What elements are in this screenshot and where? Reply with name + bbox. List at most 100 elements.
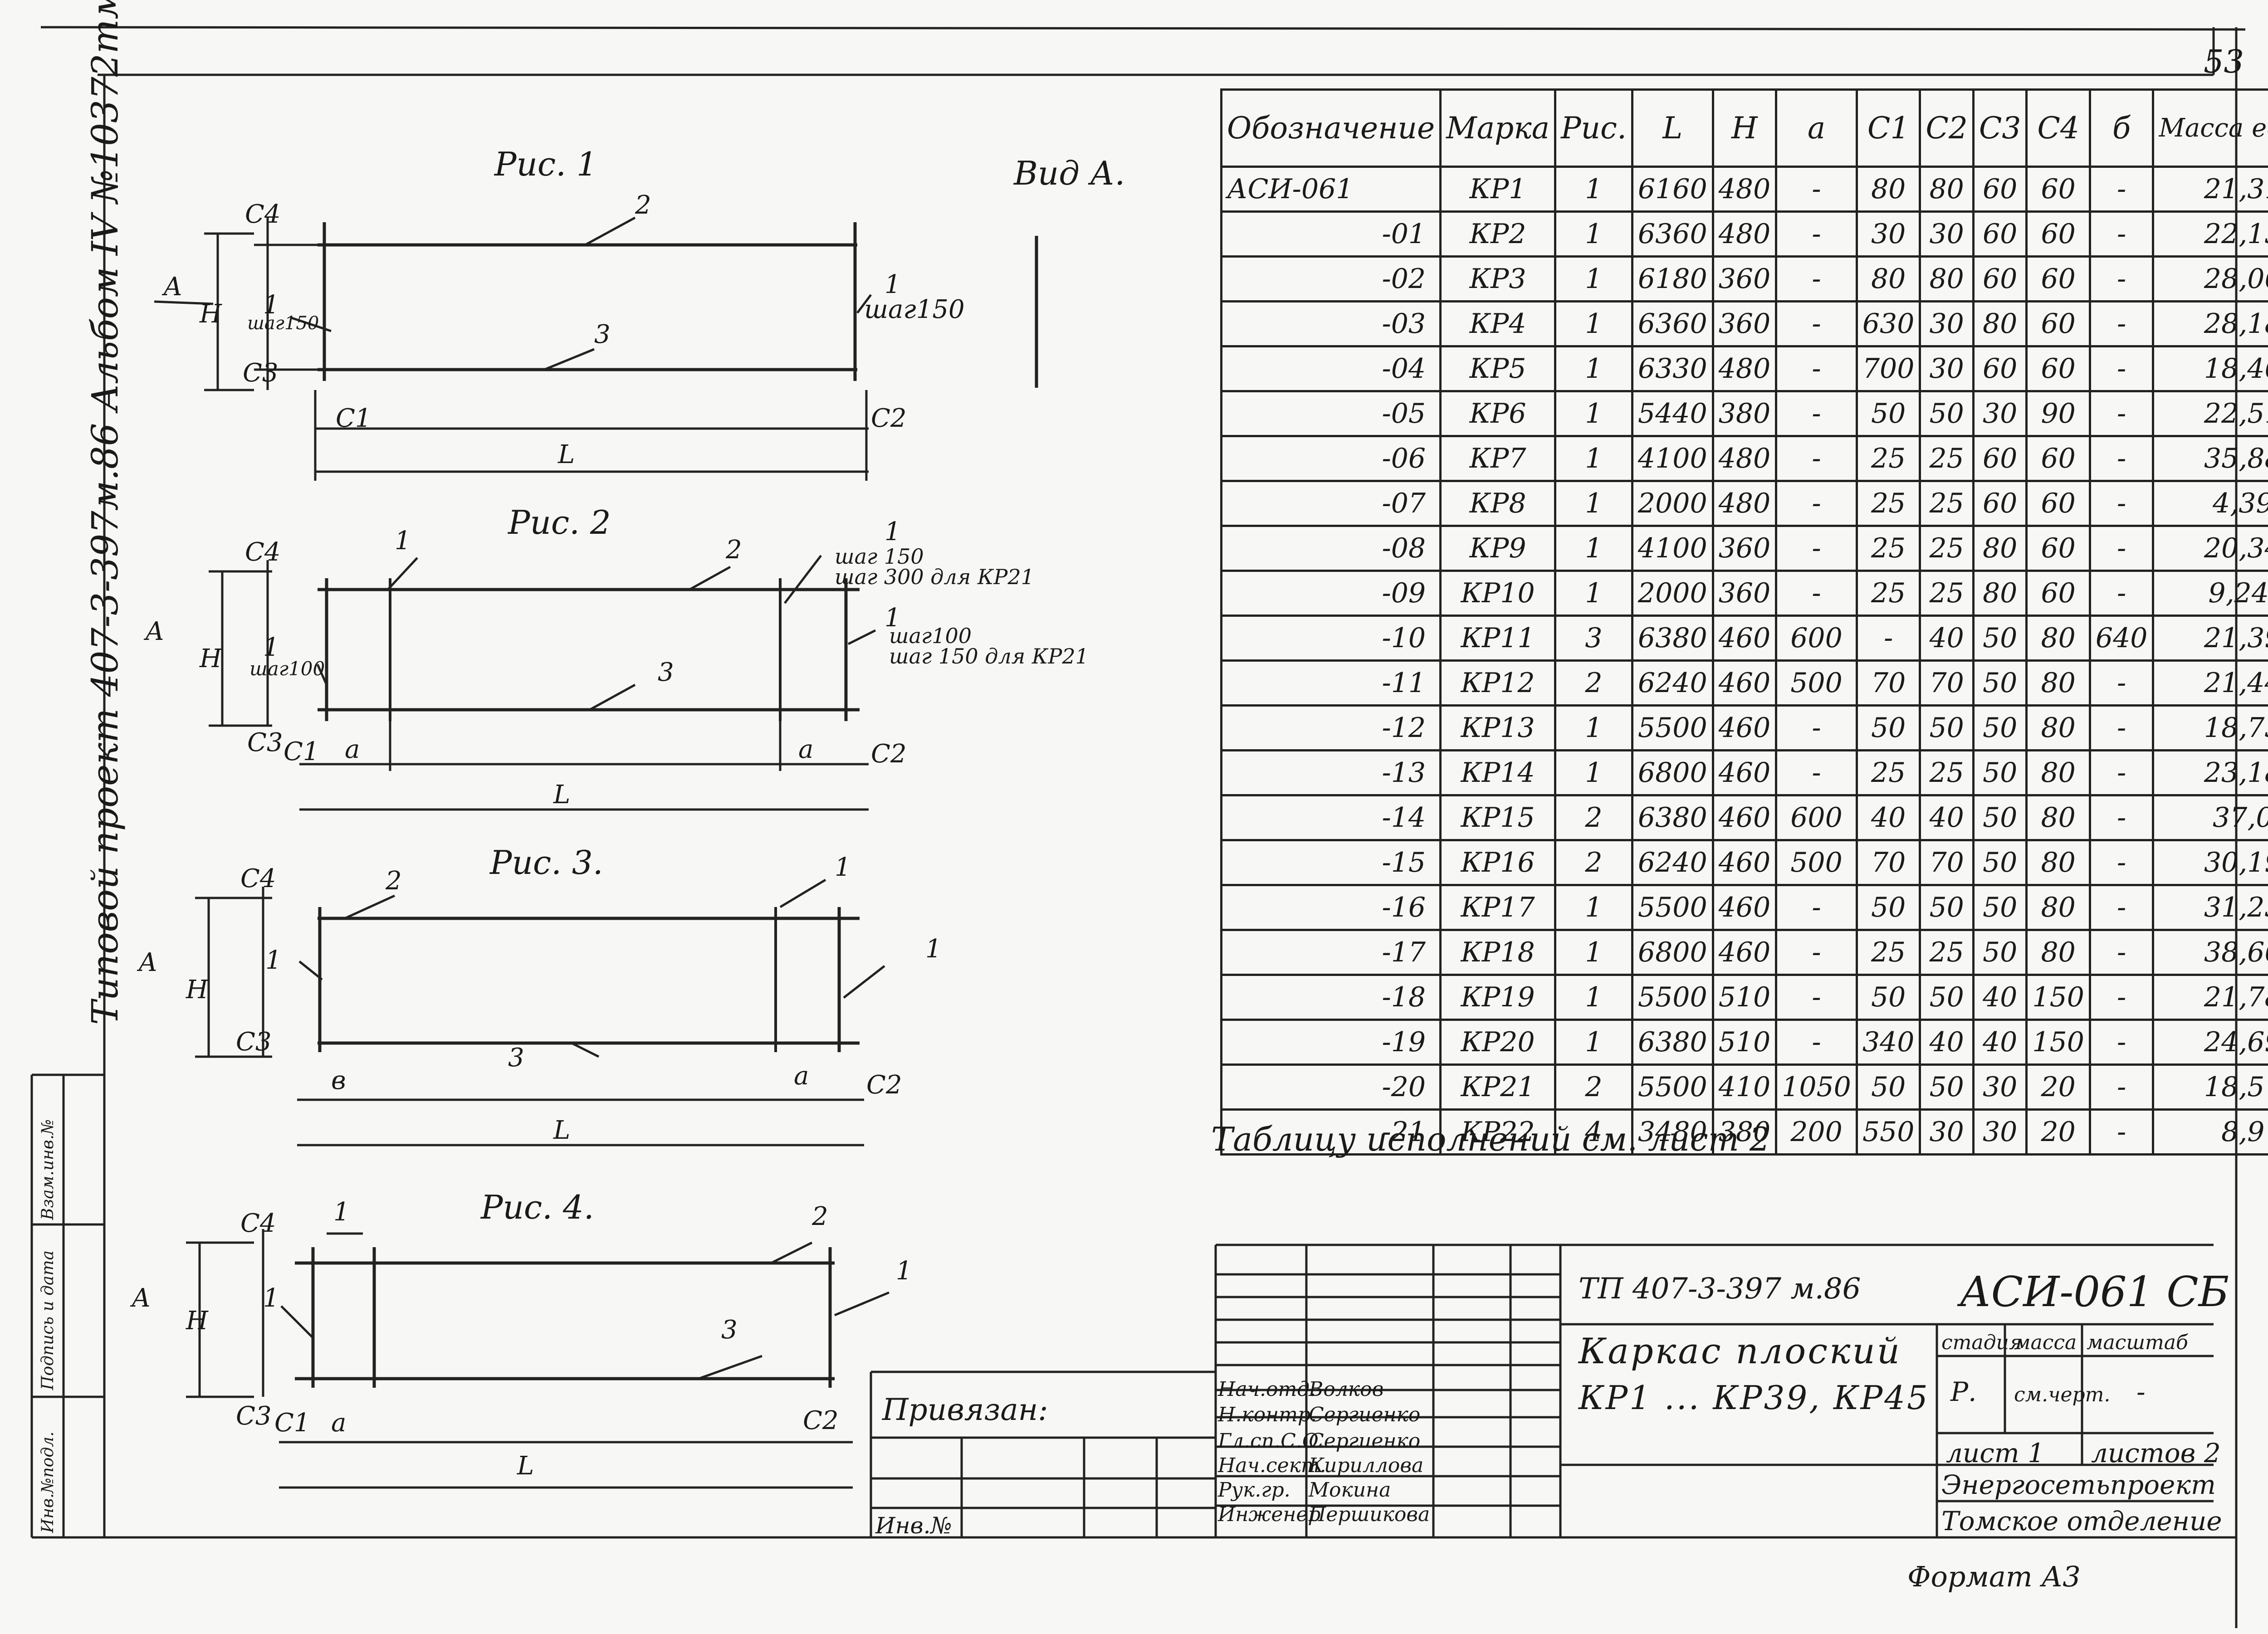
table-cell: 38,66: [2152, 929, 2268, 976]
table-cell: 1050: [1775, 1063, 1858, 1111]
table-cell: 1: [1554, 974, 1633, 1021]
table-cell: 6240: [1631, 659, 1714, 707]
table-cell: КР1: [1439, 166, 1557, 213]
table-cell: 37,0: [2152, 794, 2268, 841]
table-cell: 35,88: [2152, 435, 2268, 482]
table-cell: 1: [1554, 210, 1633, 258]
variants-table: Обозначение Марка Рис. L Н а С1 С2 С3 С4…: [1220, 88, 2268, 1156]
header-b: б: [2088, 88, 2155, 168]
sheet-index: лист 1: [1946, 1438, 2045, 1468]
table-cell: 22,51: [2152, 390, 2268, 437]
table-cell: 60: [2025, 345, 2091, 392]
header-mark: Марка: [1439, 88, 1557, 168]
figure-1-geometry: [154, 216, 872, 481]
sheet-number: 53: [2204, 43, 2244, 80]
table-cell: 25: [1919, 749, 1975, 796]
fig1-c4: С4: [245, 200, 281, 229]
table-cell: -01: [1220, 210, 1442, 258]
figure-2-title: Рис. 2: [508, 503, 611, 541]
table-cell: 25: [1855, 435, 1921, 482]
table-cell: 40: [1855, 794, 1921, 841]
table-cell: -: [2088, 749, 2155, 796]
project-code: ТП 407-3-397 м.86: [1579, 1272, 1861, 1306]
table-cell: 50: [1855, 884, 1921, 931]
figure-2-geometry: [209, 555, 876, 811]
fig4-mark-1-right: 1: [896, 1256, 912, 1286]
signature-name: Першикова: [1309, 1503, 1430, 1526]
header-fig: Рис.: [1554, 88, 1633, 168]
fig2-h: Н: [200, 644, 222, 673]
table-cell: 40: [1972, 974, 2028, 1021]
header-c2: С2: [1919, 88, 1975, 168]
table-cell: 1: [1554, 480, 1633, 527]
table-cell: 30: [1972, 1108, 2028, 1156]
fig2-step-top-1: шаг 150: [835, 544, 924, 569]
table-cell: -21: [1220, 1108, 1442, 1156]
table-cell: -04: [1220, 345, 1442, 392]
signature-role: Нач.сект.: [1218, 1454, 1326, 1477]
fig4-c1: С1: [274, 1408, 310, 1438]
table-cell: -05: [1220, 390, 1442, 437]
table-cell: 50: [1919, 884, 1975, 931]
fig4-h: Н: [186, 1306, 208, 1336]
table-cell: 70: [1919, 839, 1975, 886]
document-name-line1: Каркас плоский: [1579, 1331, 1901, 1372]
strip-signature-date: Подпись и дата: [39, 1250, 57, 1390]
table-cell: -10: [1220, 615, 1442, 662]
table-cell: 25: [1855, 480, 1921, 527]
fig3-a: А: [138, 948, 158, 977]
figure-3-title: Рис. 3.: [490, 844, 603, 882]
signature-role: Инженер: [1218, 1503, 1321, 1526]
table-cell: 460: [1711, 884, 1778, 931]
table-cell: -: [2088, 974, 2155, 1021]
signature-name: Мокина: [1309, 1478, 1391, 1502]
table-cell: 1: [1554, 435, 1633, 482]
table-cell: 18,73: [2152, 704, 2268, 751]
table-cell: 50: [1972, 839, 2028, 886]
table-cell: 600: [1775, 615, 1858, 662]
table-cell: 20,34: [2152, 525, 2268, 572]
fig4-c3: С3: [236, 1401, 272, 1431]
fig1-c1: С1: [336, 404, 371, 433]
fig1-h: Н: [200, 299, 222, 329]
table-cell: 70: [1855, 659, 1921, 707]
table-cell: 50: [1972, 794, 2028, 841]
table-cell: 3: [1554, 615, 1633, 662]
fig3-l: L: [553, 1116, 571, 1145]
table-cell: -: [2088, 570, 2155, 617]
fig1-a: А: [163, 272, 183, 302]
fig4-mark-1-top: 1: [333, 1197, 350, 1227]
table-cell: 60: [2025, 166, 2091, 213]
table-cell: 80: [2025, 884, 2091, 931]
table-cell: КР20: [1439, 1019, 1557, 1066]
table-cell: 50: [1855, 974, 1921, 1021]
header-designation: Обозначение: [1220, 88, 1442, 168]
variants-note: Таблицу исполнений см. лист 2: [1211, 1120, 1770, 1158]
table-cell: 1: [1554, 345, 1633, 392]
header-mass: Масса ед.кг.: [2152, 88, 2268, 168]
table-cell: 28,18: [2152, 300, 2268, 347]
table-cell: 6800: [1631, 929, 1714, 976]
fig2-mark-1-top: 1: [395, 526, 411, 556]
table-cell: 80: [1919, 255, 1975, 302]
sheets-total: листов 2: [2091, 1438, 2221, 1468]
table-cell: АСИ-061: [1220, 166, 1442, 213]
table-cell: -: [2088, 839, 2155, 886]
fig3-b: в: [331, 1066, 346, 1095]
table-cell: 6800: [1631, 749, 1714, 796]
table-cell: 70: [1855, 839, 1921, 886]
table-cell: 340: [1855, 1019, 1921, 1066]
table-cell: 1: [1554, 929, 1633, 976]
table-cell: 80: [2025, 749, 2091, 796]
organization: Энергосетьпроект: [1941, 1469, 2216, 1500]
table-cell: 2000: [1631, 570, 1714, 617]
table-cell: 30: [1919, 210, 1975, 258]
table-cell: 6160: [1631, 166, 1714, 213]
fig3-mark-2: 2: [386, 866, 402, 896]
